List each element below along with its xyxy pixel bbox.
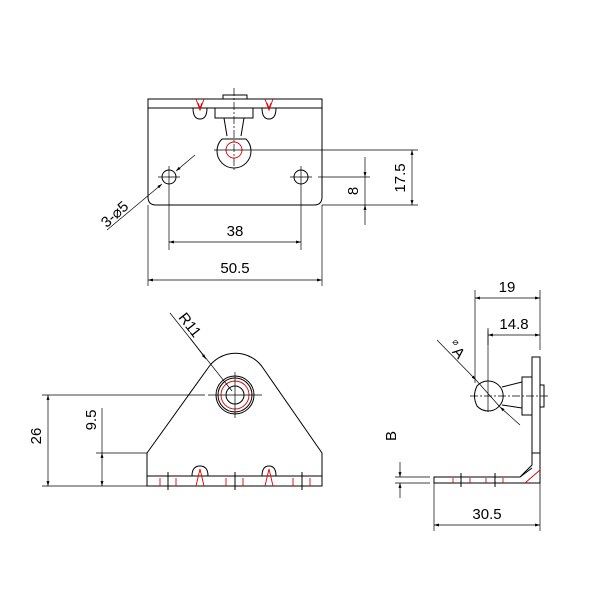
angle-profile xyxy=(433,356,541,484)
plate-outline xyxy=(147,98,323,206)
dim-radius: R11 xyxy=(175,310,205,341)
stud xyxy=(222,94,248,100)
bracket-outline xyxy=(146,352,323,487)
side-view: 19 14.8 ⌀ A B 30.5 xyxy=(383,279,548,531)
dim-base-height: 9.5 xyxy=(83,410,100,431)
dim-ball-center-offset: 14.8 xyxy=(499,316,528,333)
dim-ball-diameter: A xyxy=(449,344,468,363)
side-ball-head xyxy=(474,380,504,412)
ball-neck xyxy=(223,117,245,137)
dim-ball-center-height: 26 xyxy=(28,428,45,445)
hole-callout: 3-⌀5 xyxy=(98,198,132,231)
dim-ball-offset: 19 xyxy=(499,279,516,296)
rib-right xyxy=(261,107,277,120)
dim-overall-width: 50.5 xyxy=(220,260,249,277)
rib-hidden-right xyxy=(264,98,274,112)
dim-hole-height: 8 xyxy=(345,187,362,195)
rib-hidden-left xyxy=(195,98,205,112)
top-view: 38 50.5 17.5 8 3-⌀5 xyxy=(98,88,418,286)
diameter-symbol: ⌀ xyxy=(450,337,462,348)
dim-ball-height: 17.5 xyxy=(392,163,409,192)
dim-thickness: B xyxy=(383,431,400,441)
ball-head xyxy=(216,138,252,169)
front-view: 26 9.5 R11 xyxy=(28,310,323,490)
rib-left xyxy=(192,107,208,120)
side-ball-neck xyxy=(501,381,523,409)
dim-hole-spacing: 38 xyxy=(227,223,244,240)
dim-base-length: 30.5 xyxy=(472,506,501,523)
